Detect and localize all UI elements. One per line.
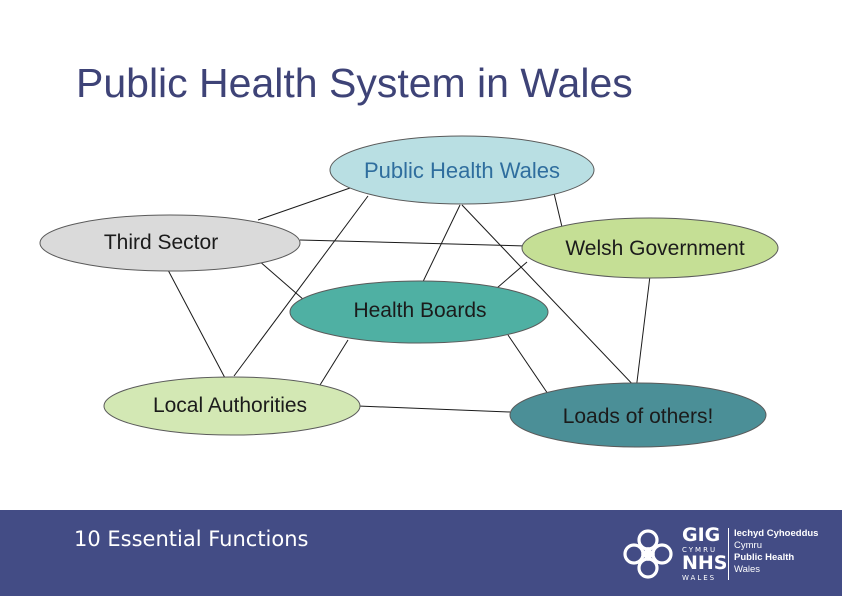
- edge-health-boards-loads-of-others: [507, 334, 549, 395]
- edge-local-authorities-loads-of-others: [357, 405, 511, 413]
- logo-line: Wales: [734, 564, 761, 575]
- network-diagram: [39, 135, 779, 448]
- node-shapes: [39, 135, 779, 448]
- edge-phw-welsh-government: [552, 188, 563, 228]
- edge-welsh-government-health-boards: [496, 261, 528, 289]
- node-label-local-authorities: Local Authorities: [152, 394, 308, 417]
- edge-third-sector-local-authorities: [167, 269, 226, 379]
- footer-bar: 10 Essential Functions GIG CYMRU NHS WAL…: [0, 510, 842, 596]
- logo-org-name: Iechyd Cyhoeddus Cymru Public Health Wal…: [734, 528, 818, 576]
- logo-cymru-text: CYMRU: [682, 546, 718, 554]
- edge-third-sector-health-boards: [257, 259, 305, 301]
- edge-phw-loads-of-others: [461, 204, 639, 391]
- logo-nhs-text: NHS: [682, 552, 728, 574]
- logo-divider: [728, 528, 729, 580]
- node-loads-of-others: [509, 382, 767, 448]
- edge-health-boards-local-authorities: [319, 339, 349, 386]
- logo-line: Iechyd Cyhoeddus: [734, 528, 819, 539]
- node-label-third-sector: Third Sector: [103, 231, 219, 254]
- edge-lines: [167, 187, 651, 413]
- edge-phw-third-sector: [257, 187, 351, 221]
- node-public-health-wales: [329, 135, 595, 205]
- edge-phw-local-authorities: [233, 195, 369, 377]
- node-local-authorities: [103, 376, 361, 436]
- footer-text: 10 Essential Functions: [74, 527, 309, 551]
- node-health-boards: [289, 280, 549, 344]
- node-label-health-boards: Health Boards: [353, 299, 487, 322]
- edge-phw-health-boards: [417, 204, 461, 293]
- node-welsh-government: [521, 217, 779, 279]
- node-third-sector: [39, 214, 301, 272]
- edge-welsh-government-loads-of-others: [635, 275, 651, 391]
- logo-line: Public Health: [734, 552, 795, 563]
- node-label-welsh-government: Welsh Government: [565, 237, 745, 260]
- logo-wales-text: WALES: [682, 574, 717, 582]
- logo-line: Cymru: [734, 540, 762, 551]
- logo-gig-text: GIG: [682, 524, 721, 546]
- slide-title: Public Health System in Wales: [76, 60, 633, 106]
- knot-emblem-icon: [623, 529, 673, 579]
- node-label-loads-of-others: Loads of others!: [562, 405, 714, 428]
- node-label-public-health-wales: Public Health Wales: [363, 158, 561, 183]
- nhs-wales-logo: GIG CYMRU NHS WALES Iechyd Cyhoeddus Cym…: [620, 522, 830, 588]
- edge-third-sector-welsh-government: [299, 239, 527, 247]
